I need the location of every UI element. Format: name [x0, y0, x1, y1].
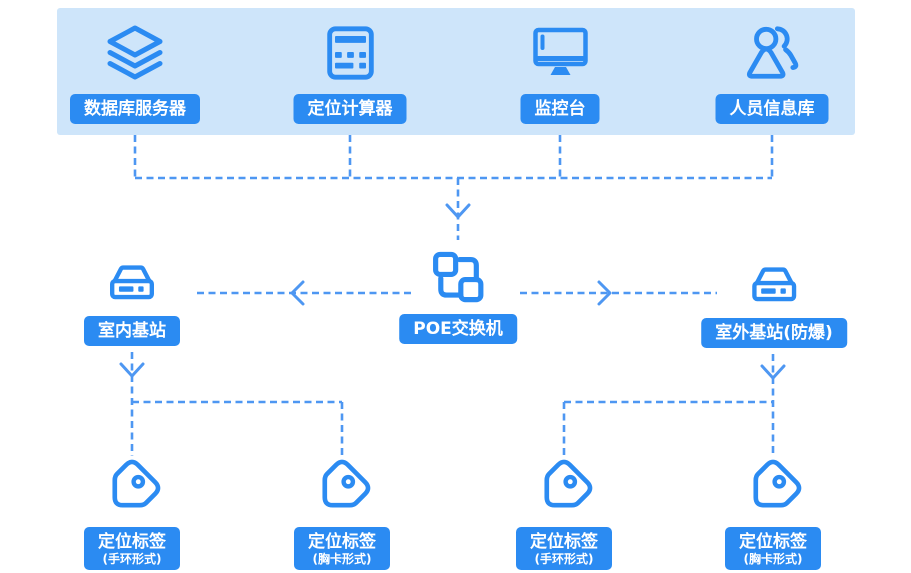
tag-subtitle: (胸卡形式) — [312, 552, 372, 566]
arrow-down-indoor-icon — [119, 362, 145, 378]
label-outdoor-base-station: 室外基站(防爆) — [701, 318, 847, 348]
switch-link-icon — [427, 246, 489, 308]
tag-subtitle: (手环形式) — [102, 552, 162, 566]
label-positioning-calculator: 定位计算器 — [293, 94, 407, 124]
layers-stack-icon — [103, 20, 167, 86]
label-tag-wristband-2: 定位标签(手环形式) — [516, 527, 612, 570]
tag-subtitle: (手环形式) — [534, 552, 594, 566]
label-monitor-console: 监控台 — [520, 94, 600, 124]
node-positioning-calculator: 定位计算器 — [293, 20, 407, 124]
label-personnel-database: 人员信息库 — [715, 94, 829, 124]
arrow-left-icon — [290, 280, 305, 306]
tag-icon — [311, 455, 373, 521]
node-tag-wristband-1: 定位标签(手环形式) — [84, 455, 180, 570]
arrow-down-to-poe-icon — [445, 203, 471, 219]
calculator-icon — [319, 20, 381, 86]
label-tag-badge-1: 定位标签(胸卡形式) — [294, 527, 390, 570]
label-tag-badge-2: 定位标签(胸卡形式) — [725, 527, 821, 570]
tag-title: 定位标签 — [530, 532, 598, 552]
tag-subtitle: (胸卡形式) — [743, 552, 803, 566]
label-indoor-base-station: 室内基站 — [84, 316, 180, 346]
label-tag-wristband-1: 定位标签(手环形式) — [84, 527, 180, 570]
tag-icon — [101, 455, 163, 521]
tag-icon — [742, 455, 804, 521]
node-outdoor-base-station: 室外基站(防爆) — [701, 258, 847, 348]
node-tag-wristband-2: 定位标签(手环形式) — [516, 455, 612, 570]
tag-icon — [533, 455, 595, 521]
node-personnel-database: 人员信息库 — [715, 20, 829, 124]
monitor-icon — [528, 20, 592, 86]
node-indoor-base-station: 室内基站 — [84, 256, 180, 346]
tag-title: 定位标签 — [739, 532, 807, 552]
node-monitor-console: 监控台 — [520, 20, 600, 124]
base-station-icon — [745, 258, 803, 312]
node-tag-badge-2: 定位标签(胸卡形式) — [725, 455, 821, 570]
tag-title: 定位标签 — [308, 532, 376, 552]
arrow-right-icon — [597, 280, 612, 306]
tag-title: 定位标签 — [98, 532, 166, 552]
base-station-icon — [103, 256, 161, 310]
node-poe-switch: POE交换机 — [399, 246, 517, 344]
people-icon — [741, 20, 803, 86]
label-poe-switch: POE交换机 — [399, 314, 517, 344]
label-database-server: 数据库服务器 — [70, 94, 200, 124]
arrow-down-outdoor-icon — [760, 364, 786, 380]
node-tag-badge-1: 定位标签(胸卡形式) — [294, 455, 390, 570]
node-database-server: 数据库服务器 — [70, 20, 200, 124]
